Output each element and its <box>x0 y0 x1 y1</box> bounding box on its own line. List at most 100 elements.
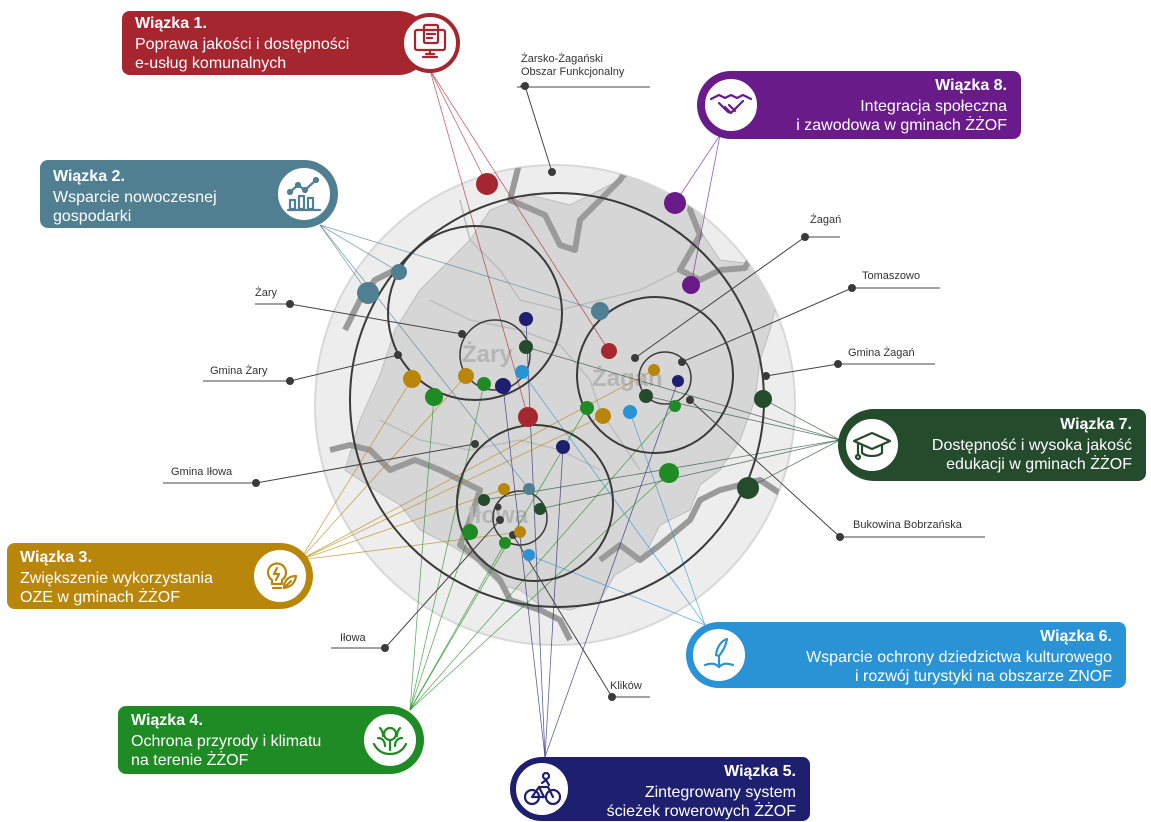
card-wiazka-6[interactable]: Wiązka 6. Wsparcie ochrony dziedzictwa k… <box>686 622 1126 688</box>
node-w4 <box>580 401 594 415</box>
connector-w5 <box>544 380 679 758</box>
node-w1 <box>476 173 498 195</box>
node-w7 <box>639 389 653 403</box>
connector-w3 <box>299 378 413 561</box>
card-wiazka-3[interactable]: Wiązka 3. Zwiększenie wykorzystania OZE … <box>7 543 313 609</box>
label-zagan: Żagań <box>810 214 842 226</box>
connector-w2 <box>319 224 400 273</box>
connector-w5 <box>525 318 546 758</box>
card-wiazka-6-desc: Wsparcie ochrony dziedzictwa kulturowego… <box>806 649 1112 685</box>
card-wiazka-2[interactable]: Wiązka 2. Wsparcie nowoczesnej gospodark… <box>40 160 338 228</box>
connector-w3 <box>299 369 655 561</box>
node-w5 <box>556 440 570 454</box>
connector-w7 <box>539 439 841 510</box>
card-wiazka-1-desc: Poprawa jakości i dostępności e-usług ko… <box>135 36 350 72</box>
card-wiazka-4[interactable]: Wiązka 4. Ochrona przyrody i klimatu na … <box>118 706 424 774</box>
label-gmina-zagan: Gmina Żagań <box>848 347 915 359</box>
card-wiazka-7[interactable]: Wiązka 7. Dostępność i wysoka jakość edu… <box>838 409 1146 481</box>
label-bukowina: Bukowina Bobrzańska <box>853 519 962 531</box>
node-w4 <box>462 524 478 540</box>
quill-book-icon <box>689 625 749 685</box>
node-w3 <box>498 483 510 495</box>
connector-w6 <box>629 411 706 626</box>
node-w4 <box>669 400 681 412</box>
connector-w2 <box>319 224 601 312</box>
node-w7 <box>737 477 759 499</box>
node-w3 <box>514 526 526 538</box>
node-w7 <box>478 494 490 506</box>
handshake-icon <box>701 75 761 135</box>
card-wiazka-1[interactable]: Wiązka 1. Poprawa jakości i dostępności … <box>122 11 460 75</box>
card-wiazka-3-desc: Zwiększenie wykorzystania OZE w gminach … <box>20 570 213 606</box>
colored-nodes <box>357 173 772 561</box>
card-wiazka-8[interactable]: Wiązka 8. Integracja społeczna i zawodow… <box>697 71 1021 139</box>
connector-w3 <box>299 375 467 561</box>
card-wiazka-5-desc: Zintegrowany system ścieżek rowerowych Ż… <box>606 784 796 820</box>
label-klikow: Klików <box>610 680 642 692</box>
connector-w3 <box>299 415 604 561</box>
node-w7 <box>519 340 533 354</box>
computer-document-icon <box>400 13 460 73</box>
card-wiazka-7-desc: Dostępność i wysoka jakość edukacji w gm… <box>931 437 1132 473</box>
map-label-zary: Żary <box>462 341 513 368</box>
connector-w7 <box>762 398 841 441</box>
connector-w2 <box>319 224 530 490</box>
label-ilowa: Iłowa <box>340 632 366 644</box>
connector-w7 <box>747 439 841 489</box>
connector-w4 <box>409 407 588 711</box>
label-tomaszowo: Tomaszowo <box>862 270 921 282</box>
node-w1 <box>601 343 617 359</box>
node-w8 <box>682 276 700 294</box>
connector-w1 <box>429 69 610 352</box>
connector-w4 <box>409 542 506 711</box>
graduation-cap-icon <box>842 415 902 475</box>
node-w7 <box>754 390 772 408</box>
junction-dots <box>252 82 856 701</box>
node-w2 <box>391 264 407 280</box>
node-w3 <box>595 408 611 424</box>
card-wiazka-2-desc: Wsparcie nowoczesnej gospodarki <box>53 189 217 225</box>
connector-w1 <box>429 69 529 418</box>
node-w5 <box>672 375 684 387</box>
eco-bulb-icon <box>250 546 310 606</box>
label-gmina-zary: Gmina Żary <box>210 365 268 377</box>
node-w4 <box>659 463 679 483</box>
growth-chart-icon <box>274 164 334 224</box>
connector-w8 <box>674 134 721 204</box>
node-w4 <box>477 377 491 391</box>
connector-w6 <box>528 554 706 626</box>
connector-w1 <box>429 69 488 185</box>
node-w4 <box>499 537 511 549</box>
node-w5 <box>519 312 533 326</box>
card-wiazka-8-desc: Integracja społeczna i zawodowa w gminac… <box>796 98 1007 134</box>
node-w4 <box>425 388 443 406</box>
node-w7 <box>534 503 546 515</box>
connector-w4 <box>409 531 471 711</box>
connector-w3 <box>299 488 505 561</box>
node-w3 <box>648 364 660 376</box>
connector-w5 <box>502 385 546 758</box>
node-w6 <box>515 365 529 379</box>
card-wiazka-4-desc: Ochrona przyrody i klimatu na terenie ŻŻ… <box>131 733 322 769</box>
nature-hands-icon <box>360 710 420 770</box>
node-w3 <box>403 370 421 388</box>
connector-w4 <box>409 396 435 711</box>
bicycle-icon <box>512 759 572 819</box>
node-w1 <box>518 407 538 427</box>
label-zzof: Żarsko-Żagański Obszar Funkcjonalny <box>521 53 625 78</box>
node-w3 <box>458 368 474 384</box>
node-w6 <box>523 549 535 561</box>
label-zary: Żary <box>255 287 277 299</box>
connector-w2 <box>319 224 369 294</box>
connector-w4 <box>409 472 670 711</box>
node-w2 <box>591 302 609 320</box>
connector-lines <box>299 69 841 758</box>
node-w5 <box>495 378 511 394</box>
connector-w4 <box>409 383 485 711</box>
node-w2 <box>357 282 379 304</box>
connector-w4 <box>409 405 676 711</box>
node-w6 <box>623 405 637 419</box>
label-gmina-ilowa: Gmina Iłowa <box>171 466 233 478</box>
card-wiazka-5[interactable]: Wiązka 5. Zintegrowany system ścieżek ro… <box>510 757 810 821</box>
